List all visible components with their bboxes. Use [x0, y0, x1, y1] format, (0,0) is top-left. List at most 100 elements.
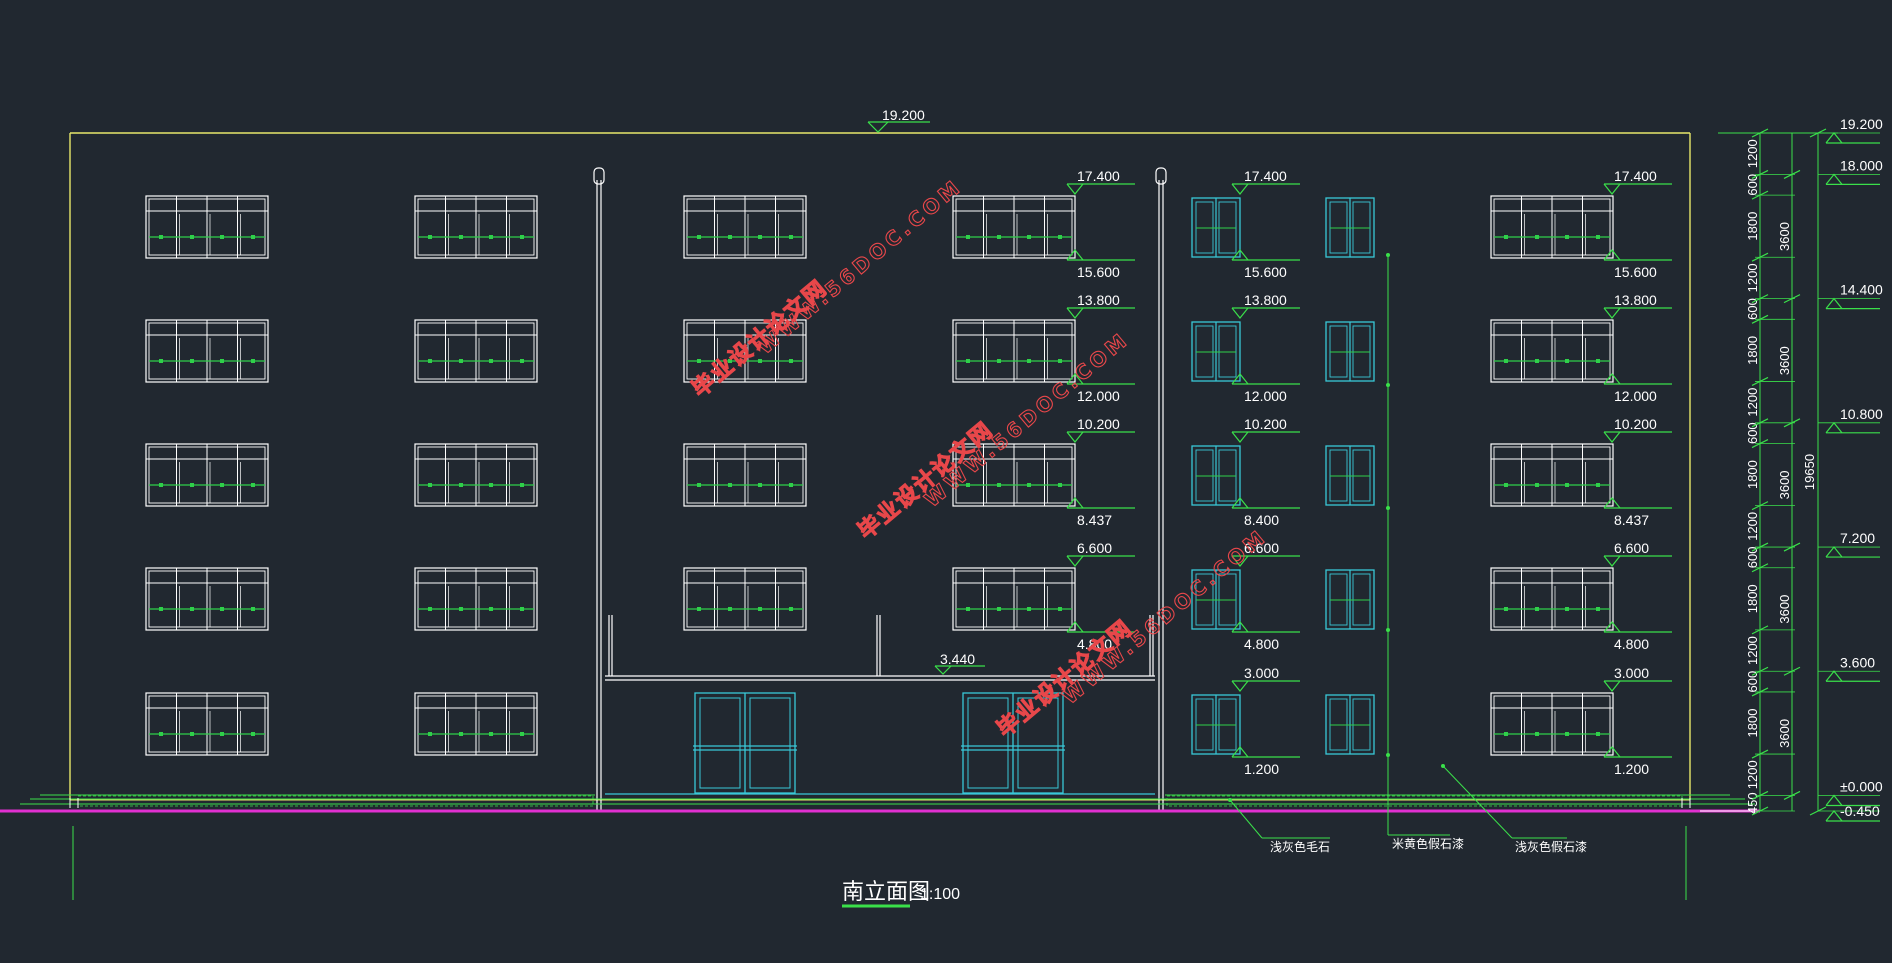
level-text: 8.437 — [1077, 512, 1112, 528]
level-text: 10.200 — [1614, 416, 1657, 432]
level-mark: 13.800 — [1603, 292, 1672, 319]
right-level-mark: 14.400 — [1818, 282, 1883, 310]
level-text: 1.200 — [1614, 761, 1649, 777]
window — [683, 443, 807, 507]
level-mark: 6.600 — [1066, 540, 1135, 567]
axis-lines — [72, 826, 1687, 900]
level-text: 15.600 — [1244, 264, 1287, 280]
story-dimension-text: 3600 — [1777, 346, 1792, 375]
drawing-title-block: 南立面图 1:100 — [842, 880, 960, 908]
level-mark: 4.800 — [1066, 621, 1135, 652]
level-mark: 10.200 — [1066, 416, 1135, 443]
right-level-text: 7.200 — [1840, 530, 1875, 546]
level-text: 15.600 — [1077, 264, 1120, 280]
window — [145, 692, 269, 756]
level-text: 6.600 — [1077, 540, 1112, 556]
level-mark: 13.800 — [1066, 292, 1135, 319]
right-level-text: 18.000 — [1840, 157, 1883, 173]
window — [952, 195, 1076, 259]
window — [683, 195, 807, 259]
dimension-text: 1800 — [1745, 212, 1760, 241]
window — [1490, 195, 1614, 259]
level-mark: 13.800 — [1231, 292, 1300, 319]
story-dimension-text: 3600 — [1777, 719, 1792, 748]
drainpipes — [593, 167, 1167, 810]
right-level-mark: 7.200 — [1818, 530, 1880, 558]
right-level-text: 19.200 — [1840, 116, 1883, 132]
level-mark: 4.800 — [1603, 621, 1672, 652]
window — [1325, 197, 1375, 258]
level-text: 6.600 — [1244, 540, 1279, 556]
top-elevation-mark: 19.200 — [867, 107, 930, 133]
window — [1325, 321, 1375, 382]
material-label: 米黄色假石漆 — [1392, 837, 1464, 851]
story-dimension-text: 3600 — [1777, 470, 1792, 499]
story-dimension-text: 3600 — [1777, 222, 1792, 251]
level-mark: 17.400 — [1603, 168, 1672, 195]
window — [1325, 569, 1375, 630]
dimension-text: 600 — [1745, 174, 1760, 196]
dimension-text: 1200 — [1745, 760, 1760, 789]
window — [952, 567, 1076, 631]
window — [1490, 567, 1614, 631]
story-dimension-text: 3600 — [1777, 595, 1792, 624]
window — [1191, 445, 1241, 506]
right-level-mark: ±0.000 — [1818, 778, 1883, 807]
level-text: 10.200 — [1077, 416, 1120, 432]
level-mark: 10.200 — [1231, 416, 1300, 443]
building-outline — [69, 132, 1691, 801]
dimension-text: 600 — [1745, 422, 1760, 444]
right-level-text: -0.450 — [1840, 803, 1880, 819]
level-mark: 8.437 — [1603, 497, 1672, 528]
right-level-text: 3.600 — [1840, 654, 1875, 670]
level-text: 3.000 — [1614, 665, 1649, 681]
level-mark: 6.600 — [1603, 540, 1672, 567]
level-mark: 10.200 — [1603, 416, 1672, 443]
drawing-scale: 1:100 — [920, 886, 960, 903]
level-text: 17.400 — [1244, 168, 1287, 184]
level-text: 17.400 — [1077, 168, 1120, 184]
level-mark: 4.800 — [1231, 621, 1300, 652]
level-mark: 3.000 — [1603, 665, 1672, 692]
level-text: 1.200 — [1244, 761, 1279, 777]
window — [683, 567, 807, 631]
window — [414, 319, 538, 383]
level-mark: 12.000 — [1066, 373, 1135, 404]
window — [952, 319, 1076, 383]
window — [145, 567, 269, 631]
dimension-text: 1200 — [1745, 512, 1760, 541]
dimension-text: 1800 — [1745, 460, 1760, 489]
window — [414, 567, 538, 631]
dimension-text: 1800 — [1745, 584, 1760, 613]
level-mark: 6.600 — [1231, 540, 1300, 567]
level-text: 4.800 — [1614, 636, 1649, 652]
level-mark: 1.200 — [1603, 746, 1672, 777]
dimension-text: 600 — [1745, 298, 1760, 320]
level-marks: 17.400 15.600 13.800 12.000 10.200 8.437 6.600… — [1066, 168, 1672, 777]
right-level-text: ±0.000 — [1840, 778, 1883, 794]
window — [1191, 569, 1241, 630]
level-mark: 12.000 — [1603, 373, 1672, 404]
dimension-text: 1800 — [1745, 709, 1760, 738]
level-mark: 8.437 — [1066, 497, 1135, 528]
dimension-text: 600 — [1745, 547, 1760, 569]
window-group — [145, 195, 1614, 756]
window — [414, 443, 538, 507]
level-mark: 17.400 — [1066, 168, 1135, 195]
plinth-band — [20, 794, 1755, 808]
dimension-chain: 1200600180012006001800120060018001200600… — [1718, 116, 1883, 822]
window — [683, 319, 807, 383]
level-text: 8.400 — [1244, 512, 1279, 528]
window — [1325, 694, 1375, 755]
level-text: 12.000 — [1244, 388, 1287, 404]
level-text: 12.000 — [1614, 388, 1657, 404]
material-callouts: 浅灰色毛石 米黄色假石漆 浅灰色假石漆 — [1228, 253, 1587, 854]
level-text: 12.000 — [1077, 388, 1120, 404]
level-text: 17.400 — [1614, 168, 1657, 184]
level-mark: 15.600 — [1603, 249, 1672, 280]
canopy-level-text: 3.440 — [940, 651, 975, 667]
level-mark: 15.600 — [1066, 249, 1135, 280]
right-level-mark: 19.200 — [1818, 116, 1883, 144]
right-level-text: 10.800 — [1840, 406, 1883, 422]
dimension-text: 1200 — [1745, 636, 1760, 665]
